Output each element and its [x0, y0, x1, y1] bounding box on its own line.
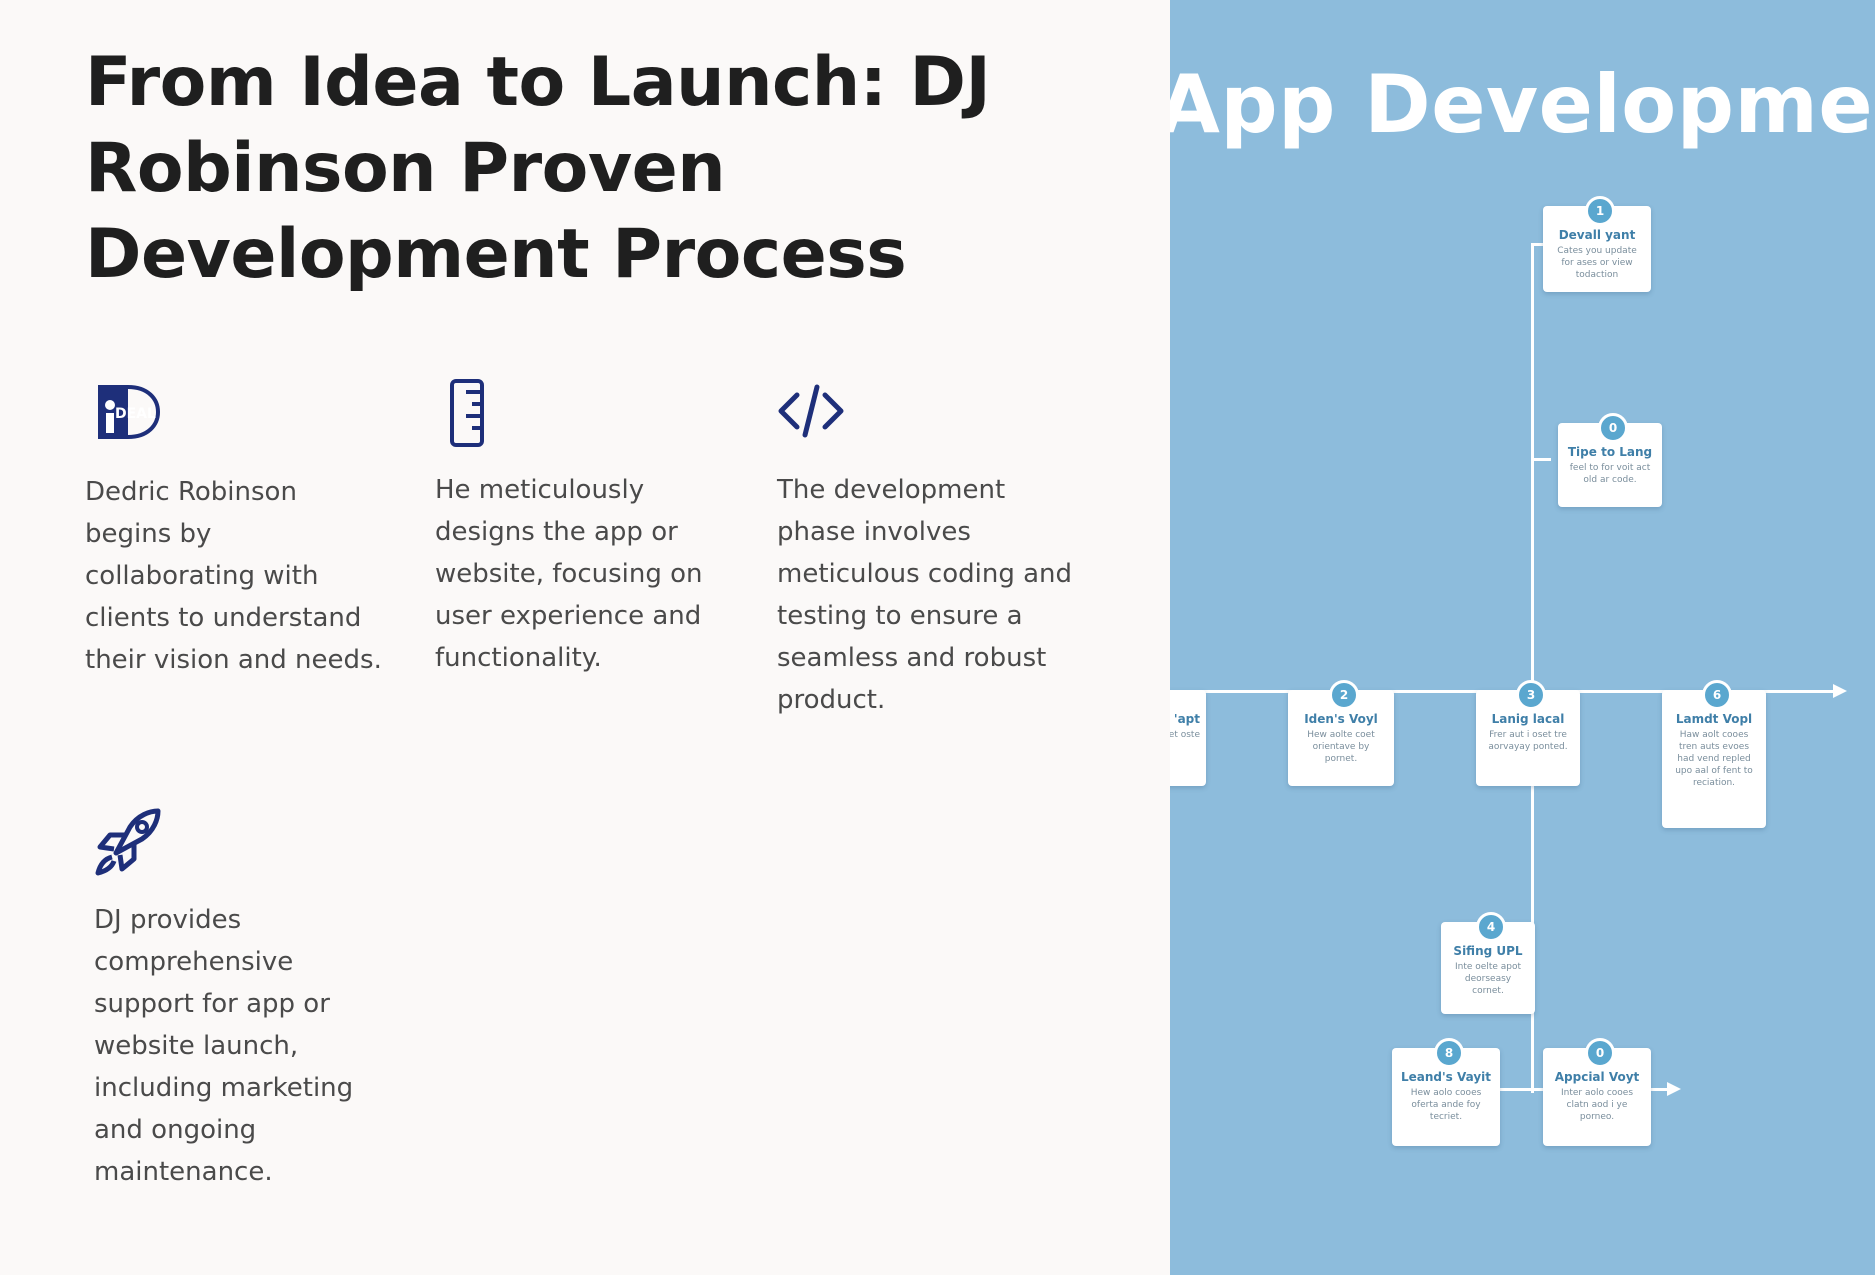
- card-desc: Frer aut i oset tre aorvayay ponted.: [1488, 730, 1568, 752]
- card-title: Sifing UPL: [1453, 944, 1523, 958]
- card-number: 8: [1434, 1038, 1464, 1068]
- card-desc: Hew aolte coet orientave by pornet.: [1307, 730, 1375, 764]
- diagram-card-9: 0 Appcial Voyt Inter aolo cooes clatn ao…: [1543, 1038, 1651, 1146]
- diagram-card-6: 6 Lamdt Vopl Haw aolt cooes tren auts ev…: [1662, 680, 1766, 828]
- ideal-logo-svg: DEAL: [98, 385, 161, 439]
- diagram-card-4: 2 Iden's Voyl Hew aolte coet orientave b…: [1288, 680, 1394, 786]
- card-desc: Hew aolo cooes oferta ande foy tecriet.: [1410, 1088, 1482, 1122]
- mid-branch: [1531, 458, 1551, 461]
- card-desc: Haw aolt cooes tren auts evoes had vend …: [1675, 730, 1753, 788]
- ideal-icon: DEAL: [96, 383, 164, 441]
- card-desc: coet oste: [1170, 730, 1200, 740]
- card-title: Tipe to Lang: [1567, 445, 1653, 459]
- card-title: Lanig lacal: [1491, 712, 1565, 726]
- diagram-card-3: 'apt coet oste: [1170, 690, 1206, 786]
- ideal-logo-text: DEAL: [115, 406, 156, 422]
- step-3-text: The development phase involves meticulou…: [777, 475, 1073, 715]
- diagram-card-5: 3 Lanig lacal Frer aut i oset tre aorvay…: [1476, 680, 1580, 786]
- vertical-connector: [1531, 243, 1534, 1093]
- arrow-right-small-icon: [1667, 1082, 1681, 1096]
- page-title: From Idea to Launch: DJ Robinson Proven …: [85, 43, 991, 294]
- diagram-card-7: 4 Sifing UPL Inte oelte apot deorseasy c…: [1441, 912, 1535, 1014]
- card-title: Iden's Voyl: [1304, 712, 1378, 726]
- card-desc: feel to for voit act old ar code.: [1569, 463, 1651, 485]
- diagram-card-2: 0 Tipe to Lang feel to for voit act old …: [1558, 413, 1662, 507]
- step-1-text: Dedric Robinson begins by collaborating …: [85, 477, 382, 675]
- card-desc: Inter aolo cooes clatn aod i ye porneo.: [1560, 1088, 1634, 1122]
- diagram-card-1: 1 Devall yant Cates you update for ases …: [1543, 196, 1651, 292]
- code-icon: [775, 383, 847, 439]
- card-number: 1: [1585, 196, 1615, 226]
- arrow-right-icon: [1833, 684, 1847, 698]
- top-branch: [1531, 243, 1553, 246]
- diagram-card-8: 8 Leand's Vayit Hew aolo cooes oferta an…: [1392, 1038, 1500, 1146]
- diagram-title: App Development: [1170, 58, 1875, 151]
- card-number: 4: [1476, 912, 1506, 942]
- diagram-panel: App Development 1 Devall yant Cates you …: [1170, 0, 1875, 1275]
- card-title: Devall yant: [1558, 228, 1636, 242]
- card-desc: Inte oelte apot deorseasy cornet.: [1454, 962, 1522, 996]
- card-title: Appcial Voyt: [1554, 1070, 1640, 1084]
- card-number: 6: [1702, 680, 1732, 710]
- card-desc: Cates you update for ases or view todact…: [1557, 246, 1637, 280]
- card-title: Leand's Vayit: [1400, 1070, 1492, 1084]
- card-title: 'apt: [1173, 712, 1200, 726]
- card-number: 0: [1585, 1038, 1615, 1068]
- card-number: 0: [1598, 413, 1628, 443]
- step-4-text: DJ provides comprehensive support for ap…: [94, 905, 354, 1187]
- card-number: 2: [1329, 680, 1359, 710]
- left-panel: From Idea to Launch: DJ Robinson Proven …: [85, 43, 1073, 1187]
- rocket-icon: [92, 805, 164, 877]
- ruler-icon: [448, 378, 488, 448]
- step-2-text: He meticulously designs the app or websi…: [435, 475, 703, 673]
- card-title: Lamdt Vopl: [1675, 712, 1753, 726]
- card-number: 3: [1516, 680, 1546, 710]
